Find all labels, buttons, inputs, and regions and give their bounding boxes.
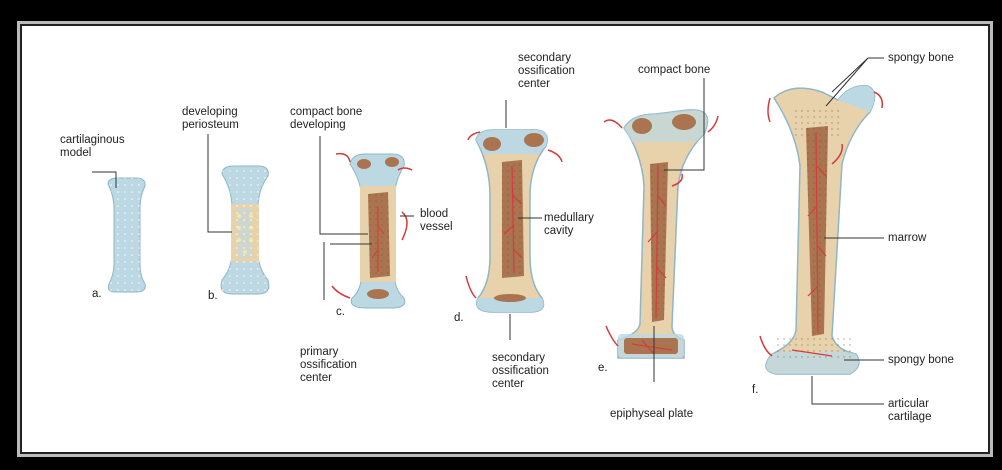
stage-letter-e: e. bbox=[598, 362, 608, 374]
stage-b-periosteum bbox=[221, 166, 269, 294]
label-secondary-ossification-center-top: secondary ossification center bbox=[518, 52, 575, 91]
label-articular-cartilage: articular cartilage bbox=[888, 398, 931, 424]
stage-letter-d: d. bbox=[454, 312, 464, 324]
stage-letter-b: b. bbox=[208, 290, 218, 302]
label-medullary-cavity: medullary cavity bbox=[544, 212, 594, 238]
label-blood-vessel: blood vessel bbox=[420, 208, 453, 234]
label-compact-bone: compact bone bbox=[638, 64, 710, 77]
label-spongy-bone-top: spongy bone bbox=[888, 52, 954, 65]
label-cartilaginous-model: cartilaginous model bbox=[60, 134, 125, 160]
label-compact-bone-developing: compact bone developing bbox=[290, 106, 362, 132]
label-developing-periosteum: developing periosteum bbox=[182, 106, 239, 132]
stage-e-epiphyseal-plate bbox=[604, 110, 718, 358]
label-secondary-ossification-center-bottom: secondary ossification center bbox=[492, 352, 549, 391]
label-epiphyseal-plate: epiphyseal plate bbox=[610, 408, 693, 421]
stage-letter-f: f. bbox=[752, 384, 758, 396]
stage-f-mature-bone bbox=[760, 86, 882, 374]
label-spongy-bone-bottom: spongy bone bbox=[888, 354, 954, 367]
label-marrow: marrow bbox=[888, 232, 926, 245]
stage-letter-c: c. bbox=[336, 306, 345, 318]
stage-a-cartilage-model bbox=[108, 178, 145, 292]
stage-letter-a: a. bbox=[92, 288, 102, 300]
bone-development-diagram: cartilaginous model developing periosteu… bbox=[32, 36, 974, 438]
label-primary-ossification-center: primary ossification center bbox=[300, 346, 357, 385]
stage-c-primary-ossification bbox=[332, 154, 412, 308]
